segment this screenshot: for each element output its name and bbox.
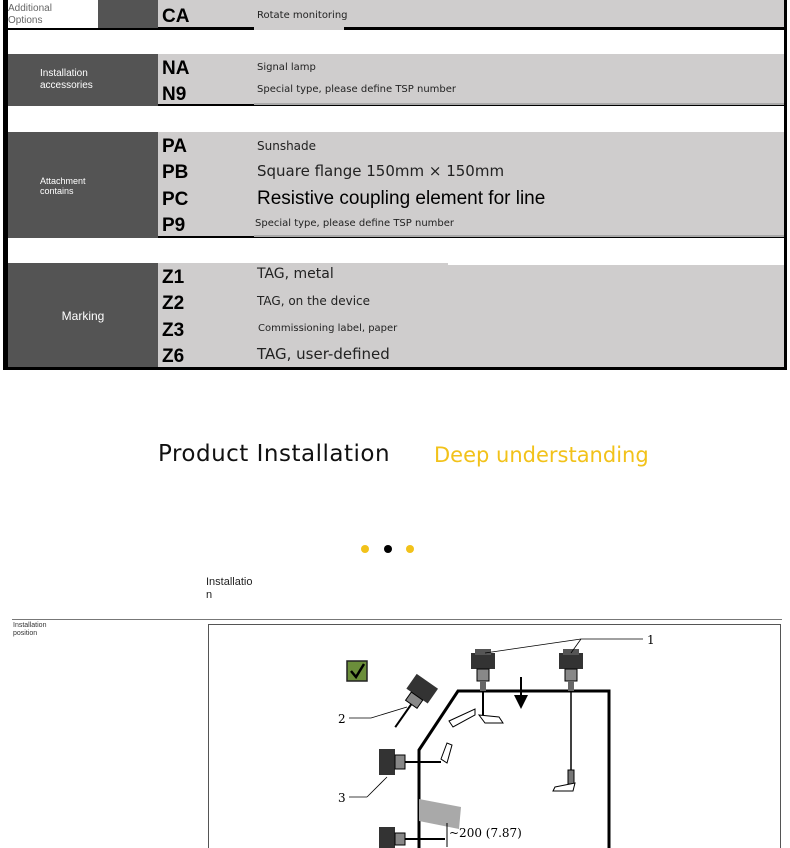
installation-diagram: ~200 (7.87) 1 2 3 [208, 624, 781, 848]
option-desc: Sunshade [257, 139, 317, 153]
option-code: CA [162, 6, 190, 27]
option-desc: Square flange 150mm × 150mm [257, 162, 505, 180]
option-desc: Resistive coupling element for line [257, 188, 546, 209]
attachment-contains-label: Attachment contains [40, 176, 86, 196]
option-code: PB [162, 162, 189, 183]
option-desc: TAG, on the device [257, 294, 371, 308]
option-code: Z6 [162, 346, 185, 367]
dimension-label: ~200 (7.87) [449, 826, 522, 840]
pager-dot[interactable] [361, 545, 369, 553]
level-switch-angled [394, 673, 439, 728]
option-code: PA [162, 136, 187, 157]
additional-options-label-cell [8, 0, 98, 28]
pager-dot[interactable] [406, 545, 414, 553]
section-subtitle: Deep understanding [434, 443, 649, 467]
option-code: NA [162, 58, 190, 79]
level-switch-top-2 [552, 649, 583, 792]
tank-diagram: ~200 (7.87) 1 2 3 [338, 633, 655, 848]
option-code: Z1 [162, 267, 185, 288]
option-desc: Commissioning label, paper [258, 323, 398, 334]
callout-3: 3 [338, 791, 346, 805]
option-code: N9 [162, 84, 187, 105]
option-desc: TAG, metal [257, 266, 334, 282]
option-desc: Special type, please define TSP number [255, 218, 455, 229]
option-code: P9 [162, 215, 186, 236]
checkmark-box-icon [346, 660, 368, 682]
level-switch-top-1 [471, 649, 504, 724]
option-code: Z2 [162, 293, 185, 314]
installation-heading: Installation [206, 576, 253, 601]
additional-options-label: Additional Options [8, 3, 52, 26]
option-desc: TAG, user-defined [257, 345, 390, 363]
installation-accessories-label: Installation accessories [40, 68, 93, 91]
callout-2: 2 [338, 712, 346, 726]
installation-position-label: Installation position [13, 622, 47, 637]
callout-1: 1 [647, 633, 655, 647]
option-desc: Signal lamp [257, 62, 316, 73]
pager-dot-active[interactable] [384, 545, 392, 553]
marking-label: Marking [61, 309, 105, 323]
option-code: Z3 [162, 320, 185, 341]
option-desc: Special type, please define TSP number [257, 84, 457, 95]
section-divider [12, 619, 782, 620]
level-switch-lower [379, 827, 445, 848]
level-switch-side [379, 742, 453, 775]
section-title: Product Installation [158, 441, 391, 467]
option-code: PC [162, 189, 189, 210]
option-desc: Rotate monitoring [257, 10, 348, 21]
